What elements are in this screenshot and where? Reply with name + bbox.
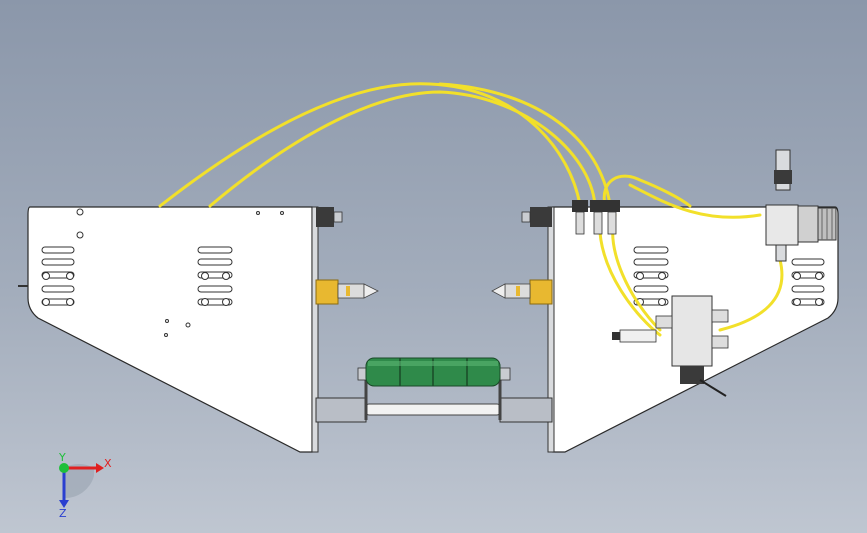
left-plate-bolts [42, 208, 284, 337]
x-axis-label: X [104, 457, 112, 470]
solenoid-valve[interactable] [612, 295, 729, 397]
y-axis-label: Y [58, 451, 66, 464]
green-roller[interactable] [357, 357, 511, 387]
y-axis-marker [59, 463, 69, 473]
right-stop-block [530, 207, 552, 227]
left-stop-block [316, 207, 334, 227]
coordinate-triad: X Y Z [58, 451, 112, 520]
left-side-plate[interactable] [18, 206, 343, 453]
tubing-fittings [572, 200, 620, 235]
left-gripper-cylinder[interactable] [315, 279, 379, 305]
right-plate-bolts [636, 272, 823, 306]
bottom-crossbar[interactable] [315, 380, 553, 423]
right-gripper-cylinder[interactable] [491, 279, 553, 305]
pressure-regulator[interactable] [765, 149, 837, 262]
z-axis-label: Z [59, 507, 67, 520]
